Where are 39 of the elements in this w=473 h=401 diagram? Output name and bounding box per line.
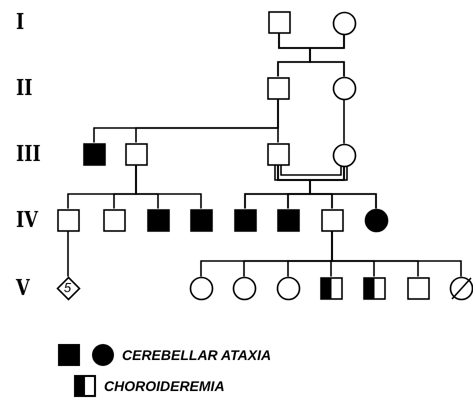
- descent-line: [67, 232, 69, 276]
- square-symbol: [56, 208, 80, 232]
- crossed-circle-symbol: [450, 276, 472, 300]
- descent-line: [331, 232, 462, 276]
- generation-numeral: V: [16, 277, 30, 299]
- filled-square-symbol: [190, 208, 212, 232]
- legend-text: CHOROIDEREMIA: [104, 378, 225, 394]
- legend-text: CEREBELLAR ATAXIA: [122, 347, 272, 363]
- square-symbol: [320, 208, 344, 232]
- generation-numeral: II: [16, 77, 32, 99]
- descent-line: [309, 166, 377, 208]
- half-filled-square-symbol: [320, 276, 342, 300]
- filled-square-symbol: [82, 142, 106, 166]
- square-symbol: [406, 276, 430, 300]
- circle-symbol: [276, 276, 300, 300]
- descent-line: [277, 100, 279, 142]
- generation-numeral: I: [16, 11, 24, 33]
- circle-symbol: [232, 276, 256, 300]
- descent-line: [274, 164, 348, 181]
- half-filled-square-symbol: [362, 276, 386, 300]
- generation-numeral: III: [16, 143, 41, 165]
- descent-line: [343, 100, 345, 144]
- square-symbol: [102, 208, 126, 232]
- circle-symbol: [332, 144, 356, 166]
- circle-symbol: [332, 12, 356, 34]
- generation-numeral: IV: [16, 209, 38, 231]
- descent-line: [309, 34, 345, 76]
- square-symbol: [266, 76, 290, 100]
- descent-line: [135, 166, 202, 208]
- diamond-symbol: 5: [56, 276, 80, 300]
- filled-square-symbol: [276, 208, 300, 232]
- circle-symbol: [190, 276, 212, 300]
- filled-square-symbol: [146, 208, 170, 232]
- filled-square-symbol: [234, 208, 256, 232]
- square-symbol: [268, 10, 290, 34]
- filled-circle-symbol: [364, 208, 388, 232]
- circle-symbol: [332, 76, 356, 100]
- square-symbol: [266, 142, 290, 166]
- square-symbol: [124, 142, 148, 166]
